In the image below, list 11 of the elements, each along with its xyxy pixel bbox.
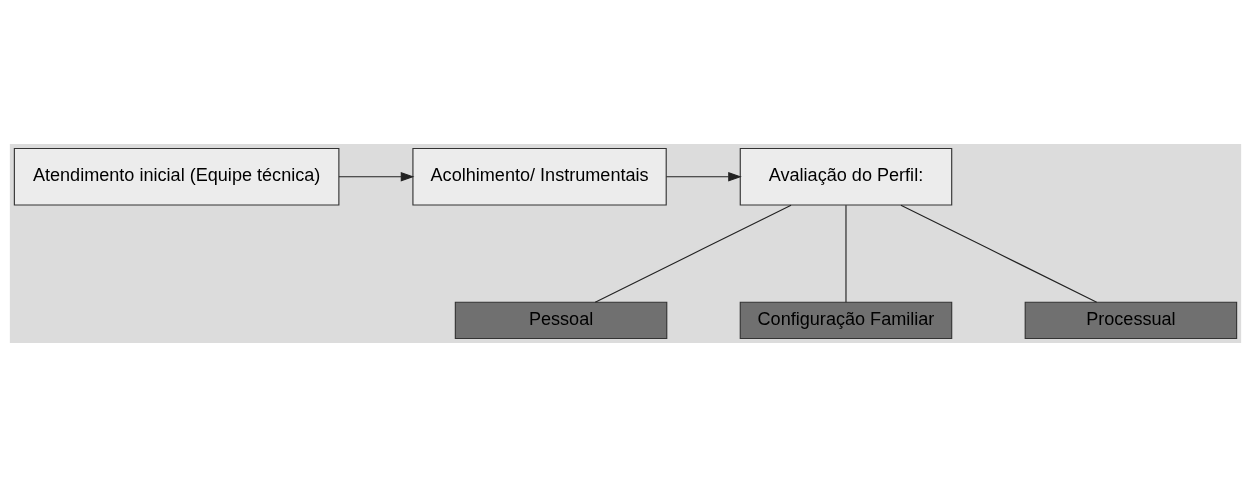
connector: [845, 204, 847, 303]
node-box: Configuração Familiar: [739, 301, 953, 339]
arrow: [338, 171, 415, 182]
node-box: Pessoal: [454, 301, 668, 339]
node-box: Processual: [1024, 301, 1238, 339]
arrow: [665, 171, 742, 182]
connector: [594, 204, 792, 303]
node-box: Atendimento inicial (Equipe técnica): [13, 147, 340, 206]
node-box: Acolhimento/ Instrumentais: [412, 147, 667, 206]
connector: [900, 204, 1098, 303]
node-box: Avaliação do Perfil:: [739, 147, 953, 206]
